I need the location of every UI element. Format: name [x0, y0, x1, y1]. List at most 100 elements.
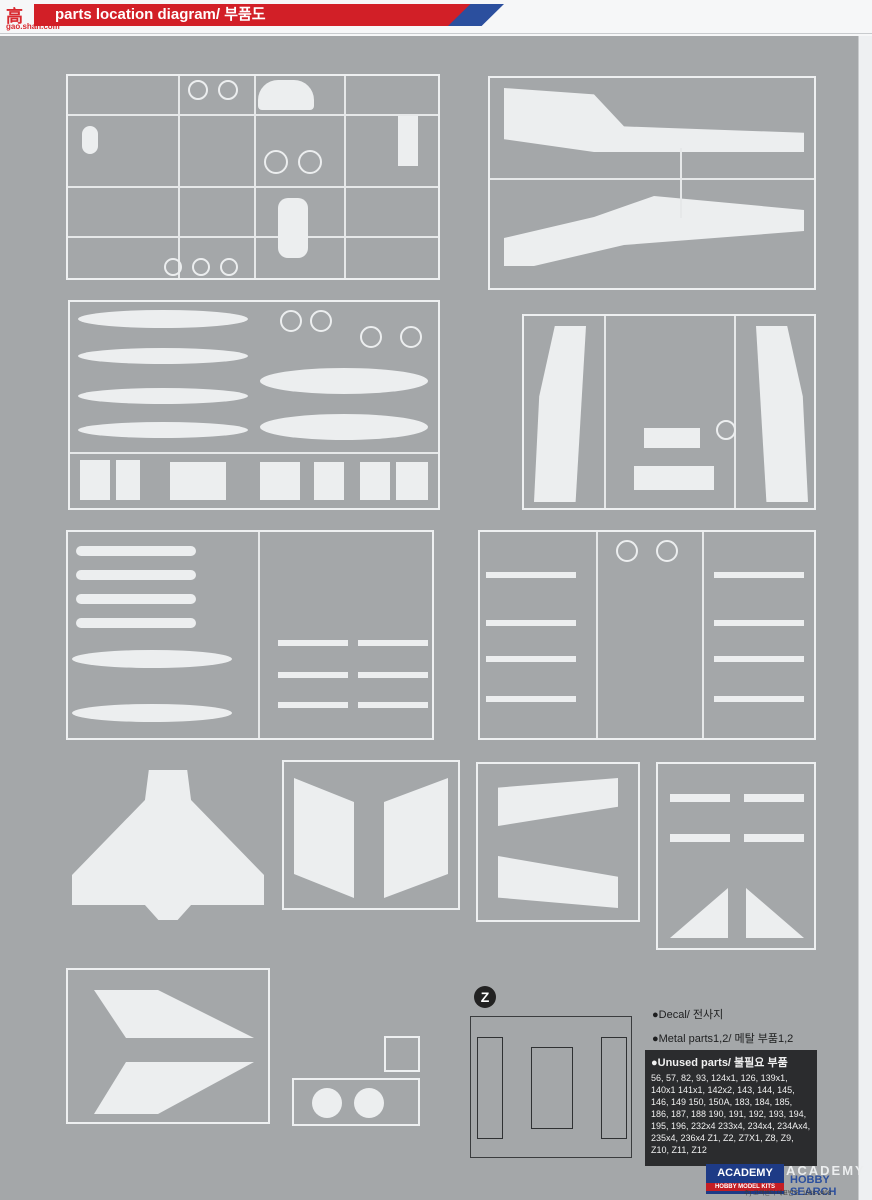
tail-part	[746, 888, 804, 938]
store-part	[76, 618, 196, 628]
header-red-band	[34, 4, 480, 26]
wheel-part	[280, 310, 302, 332]
sprue-runner	[178, 76, 180, 278]
sprue-fuselage	[488, 76, 816, 290]
sprue-runner	[604, 316, 606, 508]
wing-part	[384, 778, 448, 898]
clear-part	[312, 1088, 342, 1118]
wheel-part	[360, 326, 382, 348]
wing-part	[294, 778, 354, 898]
legend-unused-list: 56, 57, 82, 93, 124x1, 126, 139x1, 140x1…	[651, 1073, 811, 1155]
sprue-runner	[344, 76, 346, 278]
wheel-part	[188, 80, 208, 100]
small-part	[398, 116, 418, 166]
sprue-runner	[68, 186, 438, 188]
sprue-small-a	[384, 1036, 420, 1072]
drop-tank-part	[260, 368, 428, 394]
missile-part	[278, 702, 348, 708]
legend-metal-parts: ●Metal parts1,2/ 메탈 부품1,2	[652, 1033, 794, 1045]
panel-part	[360, 462, 390, 500]
wheel-part	[310, 310, 332, 332]
sprue-small-parts	[66, 74, 440, 280]
z-part	[531, 1047, 573, 1129]
sprue-runner	[70, 452, 438, 454]
z-part	[477, 1037, 503, 1139]
sprue-wings-b	[66, 968, 270, 1124]
hobbysearch-logo: HOBBY SEARCH	[790, 1174, 837, 1198]
fuel-tank-part	[78, 388, 248, 404]
wheel-part	[400, 326, 422, 348]
missile-part	[486, 620, 576, 626]
sprue-runner	[254, 76, 256, 278]
academy-logo-text: ACADEMY	[717, 1167, 773, 1179]
fuselage-lower-part	[504, 196, 804, 266]
header-divider	[0, 33, 872, 34]
intake-part	[756, 326, 808, 502]
sprue-tanks	[68, 300, 440, 510]
panel-part	[396, 462, 428, 500]
drop-tank-part	[72, 704, 232, 722]
academy-logo-sub: HOBBY MODEL KITS	[706, 1183, 784, 1191]
wing-part	[94, 1062, 254, 1114]
missile-part	[714, 620, 804, 626]
wheel-part	[298, 150, 322, 174]
legend-unused-title: ●Unused parts/ 불필요 부품	[651, 1057, 788, 1069]
sprue-runner	[68, 236, 438, 238]
drop-tank-part	[72, 650, 232, 668]
page-edge-strip	[858, 0, 872, 1200]
sprue-clear-parts	[292, 1078, 420, 1126]
fuel-tank-part	[78, 422, 248, 438]
legend-decal: ●Decal/ 전사지	[652, 1009, 724, 1021]
page-title: parts location diagram/ 부품도	[55, 6, 266, 23]
academy-wordmark: ACADEMY	[786, 1163, 866, 1178]
tail-part	[670, 888, 728, 938]
intake-part	[534, 326, 586, 502]
header-bar: 高 gao.shan.com parts location diagram/ 부…	[0, 0, 872, 36]
sprue-lower-fuselage	[66, 760, 268, 924]
pylon-part	[670, 834, 730, 842]
round-part	[656, 540, 678, 562]
watermark-logo: 高	[6, 7, 24, 26]
sprue-runner	[68, 114, 438, 116]
sprue-stabilizers	[476, 762, 640, 922]
sprue-z	[470, 1016, 632, 1158]
watermark: 高 gao.shan.com	[6, 2, 68, 32]
small-part	[82, 126, 98, 154]
missile-part	[278, 640, 348, 646]
canopy-part	[258, 80, 314, 110]
panel-part	[314, 462, 344, 500]
missile-part	[358, 672, 428, 678]
wheel-part	[264, 150, 288, 174]
missile-part	[486, 656, 576, 662]
panel-part	[116, 460, 140, 500]
pylon-part	[744, 834, 804, 842]
round-part	[616, 540, 638, 562]
legend-unused-parts: ●Unused parts/ 불필요 부품 56, 57, 82, 93, 12…	[645, 1050, 817, 1166]
sprue-z-label: Z	[474, 986, 496, 1008]
fuel-tank-part	[78, 310, 248, 328]
panel-part	[170, 462, 226, 500]
small-part	[278, 198, 308, 258]
sprue-tails	[656, 762, 816, 950]
panel-part	[260, 462, 300, 500]
stabilizer-part	[498, 778, 618, 826]
missile-part	[486, 572, 576, 578]
lower-fuselage-part	[72, 770, 264, 920]
cockpit-part	[644, 428, 700, 448]
sprue-runner	[596, 532, 598, 738]
sprue-runner	[490, 178, 814, 180]
missile-part	[358, 640, 428, 646]
stabilizer-part	[498, 856, 618, 908]
round-part	[716, 420, 736, 440]
store-part	[76, 594, 196, 604]
store-part	[76, 546, 196, 556]
fuel-tank-part	[78, 348, 248, 364]
missile-part	[714, 572, 804, 578]
missile-part	[486, 696, 576, 702]
fine-print: 주) 고객센터 대표번호: 1588-2408	[744, 1191, 832, 1197]
pylon-part	[744, 794, 804, 802]
wheel-part	[164, 258, 182, 276]
cockpit-part	[634, 466, 714, 490]
sprue-intakes	[522, 314, 816, 510]
wing-part	[94, 990, 254, 1038]
